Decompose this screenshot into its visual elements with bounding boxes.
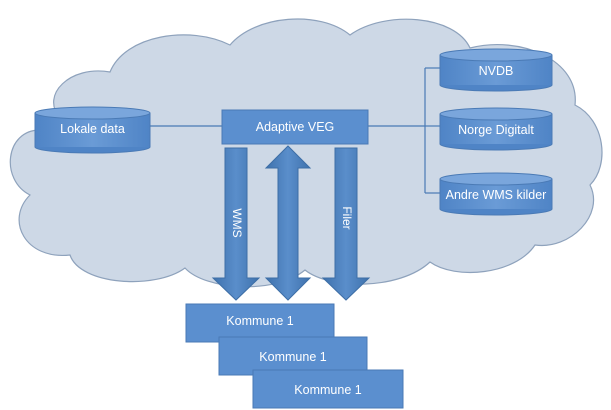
kommune-label-2: Kommune 1 xyxy=(259,350,327,364)
lokale-data-cylinder xyxy=(34,106,151,154)
kommune-label-1: Kommune 1 xyxy=(226,314,294,328)
connector-lines xyxy=(150,67,440,194)
adaptive-veg-label: Adaptive VEG xyxy=(255,120,335,134)
adaptive-veg-box xyxy=(221,109,369,145)
andre-wms-label: Andre WMS kilder xyxy=(445,188,547,202)
files-arrow-label: Filer xyxy=(340,206,354,230)
nvdb-cylinder xyxy=(439,48,553,92)
bidirectional-arrow xyxy=(264,145,312,301)
norge-digitalt-label: Norge Digitalt xyxy=(458,123,534,137)
wms-arrow xyxy=(211,147,261,301)
kommune-box-2 xyxy=(218,336,368,376)
kommune-label-3: Kommune 1 xyxy=(294,383,362,397)
nvdb-label: NVDB xyxy=(478,64,514,78)
kommune-box-1 xyxy=(185,303,335,343)
andre-wms-cylinder xyxy=(439,172,553,216)
files-arrow xyxy=(321,147,371,301)
wms-arrow-label: WMS xyxy=(230,208,244,238)
norge-digitalt-cylinder xyxy=(439,107,553,151)
lokale-data-label: Lokale data xyxy=(60,122,125,136)
kommune-box-3 xyxy=(252,369,404,409)
